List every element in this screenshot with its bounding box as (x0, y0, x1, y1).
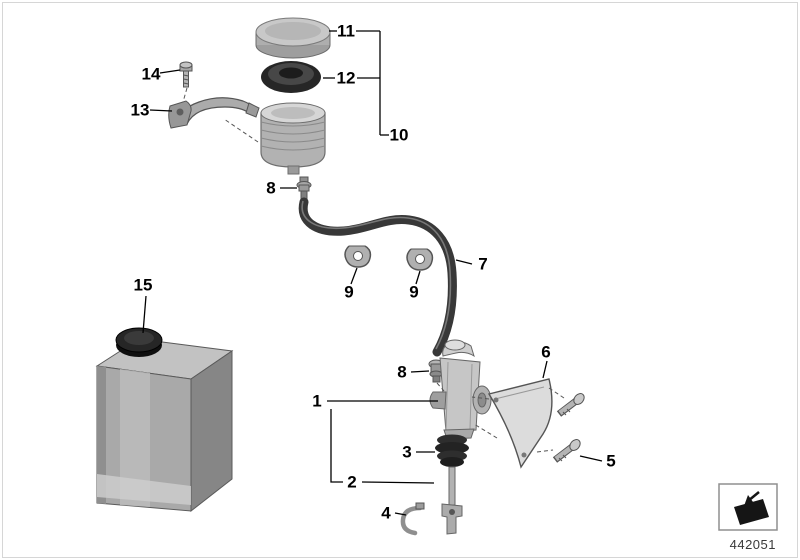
part-label-8-middle[interactable]: 8 (397, 362, 407, 382)
part-label-3[interactable]: 3 (402, 442, 412, 462)
hose-clamp-left (344, 245, 372, 268)
leader-lines (142, 30, 603, 516)
alignment-dashed-lines (182, 87, 565, 453)
part-label-2[interactable]: 2 (347, 472, 357, 492)
part-label-5[interactable]: 5 (606, 451, 616, 471)
mounting-bracket (168, 97, 260, 129)
retaining-clip (400, 502, 425, 536)
cover-screw-top (556, 393, 585, 417)
part-label-14[interactable]: 14 (141, 64, 161, 84)
pushrod-clevis (441, 466, 463, 535)
part-label-15[interactable]: 15 (133, 275, 153, 295)
fluid-reservoir (260, 102, 326, 175)
cover-screw-bottom (552, 439, 581, 463)
part-label-11[interactable]: 11 (337, 21, 355, 41)
part-label-9-right[interactable]: 9 (409, 282, 419, 302)
bracket-screw (179, 61, 193, 88)
part-label-10[interactable]: 10 (389, 125, 409, 145)
drawing-number: 442051 (729, 537, 776, 552)
reservoir-diaphragm (261, 61, 321, 93)
hose-clamp-right (406, 248, 434, 271)
rubber-boot (435, 434, 469, 467)
reservoir-cap (255, 17, 331, 59)
part-label-6[interactable]: 6 (541, 342, 551, 362)
part-illustration-icon[interactable] (718, 483, 778, 531)
cover-plate (487, 378, 553, 469)
brake-fluid-bottle (95, 327, 234, 513)
hose-fitting-top (296, 176, 312, 201)
part-label-9-left[interactable]: 9 (344, 282, 354, 302)
brake-hose (298, 197, 457, 357)
part-label-8-top[interactable]: 8 (266, 178, 276, 198)
part-label-1[interactable]: 1 (312, 391, 322, 411)
part-label-13[interactable]: 13 (130, 100, 150, 120)
part-label-7[interactable]: 7 (478, 254, 488, 274)
part-label-4[interactable]: 4 (381, 503, 391, 523)
part-label-12[interactable]: 12 (336, 68, 356, 88)
